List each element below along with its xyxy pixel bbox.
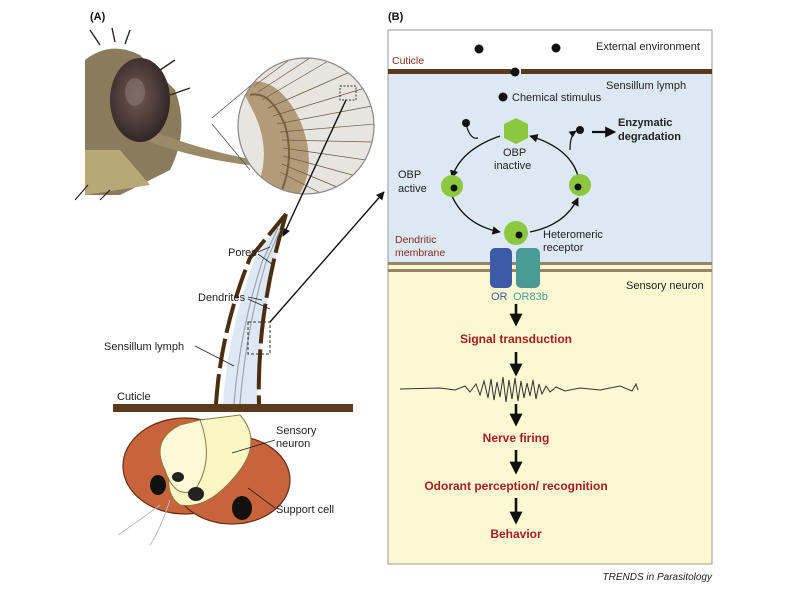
nucleus-1 — [150, 475, 166, 495]
molecule-ext-2 — [551, 43, 561, 53]
receptor-or83b — [516, 248, 540, 288]
label-enzymatic-1: Enzymatic — [618, 117, 672, 129]
obp-inactive-hexagon — [504, 118, 528, 144]
label-enzymatic-2: degradation — [618, 131, 681, 143]
zoom-arrow-to-b — [269, 191, 385, 323]
label-sensory-neuron-b: Sensory neuron — [626, 280, 704, 292]
sensillum-hair — [214, 212, 288, 405]
panel-a-label: (A) — [90, 11, 106, 23]
cuticle-bar-a — [113, 404, 353, 412]
cuticle-bar-b-right — [521, 69, 712, 74]
label-pores: Pores — [228, 247, 257, 259]
fly-photo — [74, 27, 265, 201]
membrane-line-bottom — [388, 269, 712, 272]
obp-bound — [504, 221, 528, 245]
label-obp-inactive-2: inactive — [494, 160, 531, 172]
zoom-box-small — [339, 85, 357, 101]
cascade-odorant-perception: Odorant perception/ recognition — [424, 479, 607, 493]
molecule-pore — [510, 67, 520, 77]
label-heteromeric-1: Heteromeric — [543, 229, 603, 241]
journal-credit: TRENDS in Parasitology — [603, 572, 713, 583]
neural-trace — [399, 376, 639, 403]
label-chemical-stimulus: Chemical stimulus — [512, 92, 602, 104]
lymph-region — [388, 74, 712, 264]
cell-cluster — [117, 414, 291, 546]
label-sensory-neuron-2: neuron — [276, 438, 310, 450]
cascade-behavior: Behavior — [490, 527, 542, 541]
label-dendrites: Dendrites — [198, 292, 246, 304]
obp-cycle — [450, 119, 584, 235]
molecule-ext-1 — [474, 44, 484, 54]
label-sensillum-lymph-b: Sensillum lymph — [606, 80, 686, 92]
label-obp-active-1: OBP — [398, 169, 421, 181]
panel-b-frame — [387, 29, 713, 565]
nucleus-3 — [188, 487, 204, 501]
membrane-line-top — [388, 262, 712, 265]
label-or83b: OR83b — [513, 291, 548, 303]
cascade-nerve-firing: Nerve firing — [483, 431, 550, 445]
neuron-region — [388, 264, 712, 564]
panel-b-label: (B) — [388, 11, 404, 23]
nucleus-4 — [232, 496, 252, 520]
label-sensillum-lymph-a: Sensillum lymph — [104, 341, 184, 353]
cuticle-bar-b-left — [388, 69, 511, 74]
label-cuticle-a: Cuticle — [117, 391, 151, 403]
label-support-cell: Support cell — [276, 504, 334, 516]
label-cuticle-b: Cuticle — [392, 55, 424, 67]
cascade-signal-transduction: Signal transduction — [460, 332, 572, 346]
label-sensory-neuron-1: Sensory — [276, 425, 317, 437]
label-heteromeric-2: receptor — [543, 242, 584, 254]
label-obp-active-2: active — [398, 183, 427, 195]
receptor-or — [490, 248, 512, 288]
label-dendritic-2: membrane — [395, 247, 445, 259]
label-dendritic-1: Dendritic — [395, 234, 436, 246]
zoom-box-sensillum — [247, 321, 271, 355]
antenna-magnifier — [237, 57, 375, 195]
nucleus-2 — [172, 472, 184, 482]
label-or: OR — [491, 291, 508, 303]
label-external-environment: External environment — [596, 41, 700, 53]
chemical-stimulus-dot — [498, 92, 508, 102]
label-obp-inactive-1: OBP — [503, 147, 526, 159]
